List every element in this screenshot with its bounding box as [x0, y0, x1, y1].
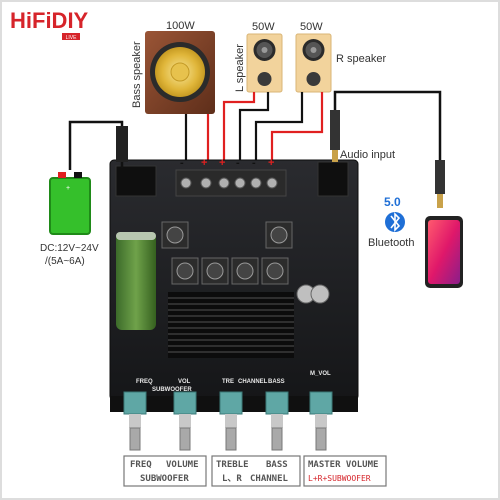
potentiometers: [123, 391, 333, 451]
silk-subwoofer: SUBWOOFER: [152, 387, 192, 393]
treble-knob: [219, 391, 243, 451]
bass-knob: [265, 391, 289, 451]
left-speaker-label: L speaker: [234, 44, 246, 92]
silk-channel: CHANNEL: [238, 379, 268, 385]
label-master-sub: L+R+SUBWOOFER: [308, 474, 371, 483]
master-volume-knob: [309, 391, 333, 451]
label-subwoofer: SUBWOOFER: [140, 474, 189, 484]
amplifier-board: FREQ VOL SUBWOOFER TRE CHANNEL BASS M_VO…: [109, 159, 359, 412]
left-power-label: 50W: [252, 21, 275, 33]
silk-tre: TRE: [222, 379, 234, 385]
label-lr: L、R: [222, 474, 242, 484]
bluetooth-badge: 5.0 Bluetooth: [368, 195, 414, 249]
right-speaker: 50W R speaker: [295, 21, 386, 93]
knob-labels: FREQ VOLUME SUBWOOFER TREBLE BASS L、R CH…: [123, 455, 387, 487]
brand-logo: HiFiDIY LIVE: [10, 8, 89, 41]
right-power-label: 50W: [300, 21, 323, 33]
label-channel: CHANNEL: [250, 474, 289, 484]
brand-tag: LIVE: [66, 35, 78, 41]
label-bass: BASS: [266, 460, 288, 470]
svg-text:+: +: [66, 185, 70, 192]
label-master-volume: MASTER VOLUME: [308, 460, 378, 470]
polarity-1: -: [180, 157, 184, 169]
battery-icon: +: [49, 172, 91, 235]
polarity-4: -: [236, 157, 240, 169]
silk-freq: FREQ: [136, 379, 153, 385]
silk-vol: VOL: [178, 379, 191, 385]
volume-knob: [173, 391, 197, 451]
silk-bass: BASS: [268, 379, 285, 385]
label-treble: TREBLE: [216, 460, 249, 470]
bass-speaker-label: Bass speaker: [131, 41, 143, 108]
bt-version: 5.0: [384, 195, 401, 209]
audio-cable: Audio input: [330, 90, 445, 208]
brand-name: HiFiDIY: [10, 8, 89, 33]
polarity-5: -: [252, 157, 256, 169]
polarity-2: +: [201, 157, 207, 169]
silk-mvol: M_VOL: [310, 371, 331, 377]
label-freq: FREQ: [130, 460, 152, 470]
phone-icon: [425, 216, 463, 288]
polarity-3: +: [219, 157, 225, 169]
dc-current: /(5A~6A): [45, 256, 85, 267]
bt-label: Bluetooth: [368, 237, 414, 249]
dc-voltage: DC:12V~24V: [40, 243, 99, 254]
polarity-6: +: [268, 157, 274, 169]
bass-power-label: 100W: [166, 20, 195, 32]
bass-speaker: 100W Bass speaker: [131, 20, 215, 114]
freq-knob: [123, 391, 147, 451]
left-speaker: 50W L speaker: [234, 21, 283, 93]
label-volume: VOLUME: [166, 460, 199, 470]
heatsink: [168, 292, 294, 358]
right-speaker-label: R speaker: [336, 53, 386, 65]
terminal-polarity: - + + - - +: [180, 157, 274, 169]
audio-input-label: Audio input: [340, 149, 395, 161]
bluetooth-icon: [385, 212, 405, 232]
power-supply: + DC:12V~24V /(5A~6A): [40, 120, 128, 267]
